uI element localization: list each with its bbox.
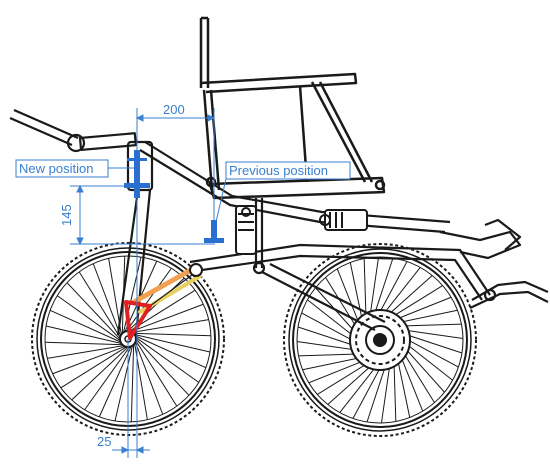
spoke <box>133 336 148 420</box>
spoke <box>52 343 132 375</box>
dim-25-label: 25 <box>97 434 111 449</box>
previous-position-marker <box>204 220 224 243</box>
new-position-marker <box>124 150 150 198</box>
spoke <box>84 341 134 411</box>
previous-position-label-box <box>225 161 351 180</box>
spoke <box>132 335 164 415</box>
spoke <box>130 333 200 383</box>
rear-shock <box>319 209 368 231</box>
dim-145-label: 145 <box>59 204 74 226</box>
spoke <box>122 267 172 337</box>
steering-linkage <box>131 263 203 314</box>
dimension-lines <box>70 108 216 458</box>
spoke <box>131 334 178 407</box>
spoke <box>125 319 209 334</box>
spoke <box>130 333 190 396</box>
spoke <box>56 295 126 345</box>
seat-shock <box>235 205 257 255</box>
spoke <box>98 339 135 418</box>
spoke <box>47 344 131 359</box>
spoke <box>127 332 211 353</box>
spoke <box>45 341 130 346</box>
spoke <box>78 271 125 344</box>
spoke <box>108 258 123 342</box>
pivot-triangle <box>124 300 152 340</box>
previous-position-label: Previous position <box>229 163 328 178</box>
spoke <box>128 332 207 369</box>
spoke <box>49 309 128 346</box>
spoke <box>60 342 133 389</box>
spoke <box>45 325 129 346</box>
spoke <box>71 341 134 401</box>
spoke <box>121 256 142 340</box>
rear-wheel <box>283 243 477 437</box>
spoke <box>66 282 126 345</box>
spoke <box>130 337 135 422</box>
dim-200-label: 200 <box>163 102 185 117</box>
spoke <box>126 332 211 337</box>
front-wheel-spokes <box>45 256 211 422</box>
new-position-label: New position <box>19 161 93 176</box>
spoke <box>114 338 135 422</box>
